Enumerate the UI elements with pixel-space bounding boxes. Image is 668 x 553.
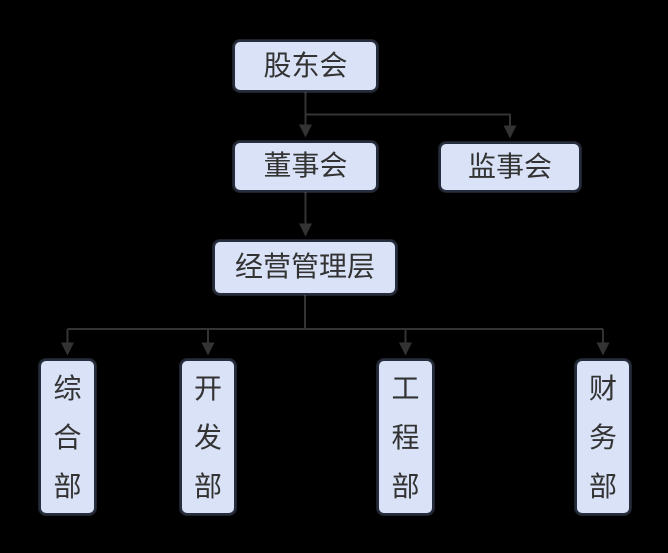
node-dept-finance[interactable]: 财务部 [575,359,631,515]
node-dept-finance-label: 财务部 [588,372,617,502]
node-dept-general-label: 综合部 [53,372,82,502]
node-dept-development[interactable]: 开发部 [180,359,236,515]
node-dept-development-label: 开发部 [193,372,222,502]
node-shareholders-label: 股东会 [263,49,348,81]
node-board-label: 董事会 [263,150,348,182]
node-shareholders[interactable]: 股东会 [233,40,378,92]
node-supervisory[interactable]: 监事会 [439,142,581,192]
node-supervisory-label: 监事会 [467,150,552,182]
node-dept-engineering-label: 工程部 [391,372,420,502]
node-board[interactable]: 董事会 [233,141,378,192]
edge-shareholders-supervisory [305,113,517,139]
node-dept-engineering[interactable]: 工程部 [377,359,434,515]
node-management-label: 经营管理层 [234,251,375,283]
node-management[interactable]: 经营管理层 [213,240,397,295]
node-dept-general[interactable]: 综合部 [39,359,96,515]
